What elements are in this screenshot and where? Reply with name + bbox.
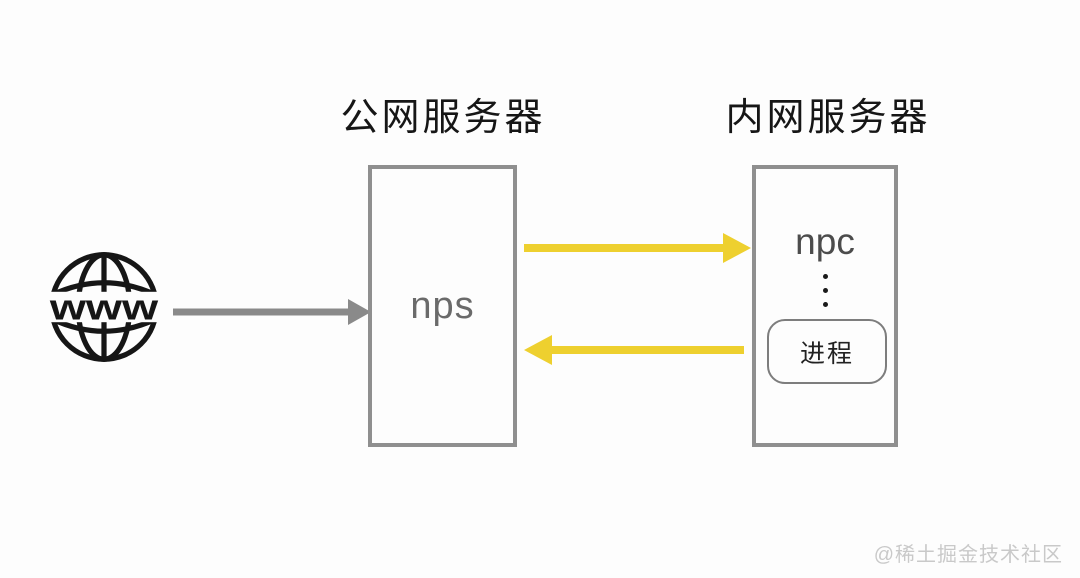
www-globe-icon: www [47, 252, 161, 362]
nps-node-label: nps [410, 284, 475, 327]
public-server-box: nps [368, 165, 517, 447]
globe-text-band [47, 291, 161, 323]
www-to-nps-arrow-head [348, 299, 371, 325]
globe-latitude-lower [50, 316, 158, 334]
npc-node-label: npc [795, 221, 855, 262]
globe-latitude-upper [50, 280, 158, 298]
npc-to-nps-arrow-head [524, 335, 552, 365]
www-label: www [49, 286, 160, 327]
nps-to-npc-arrow-head [723, 233, 751, 263]
public-server-title: 公网服务器 [340, 97, 546, 139]
private-server-box: npc 进程 [752, 165, 898, 447]
process-node: 进程 [767, 319, 887, 384]
vertical-ellipsis-icon [756, 269, 894, 311]
watermark: @稀土掘金技术社区 [873, 544, 1063, 566]
private-server-title: 内网服务器 [725, 97, 931, 139]
process-node-label: 进程 [799, 339, 854, 368]
